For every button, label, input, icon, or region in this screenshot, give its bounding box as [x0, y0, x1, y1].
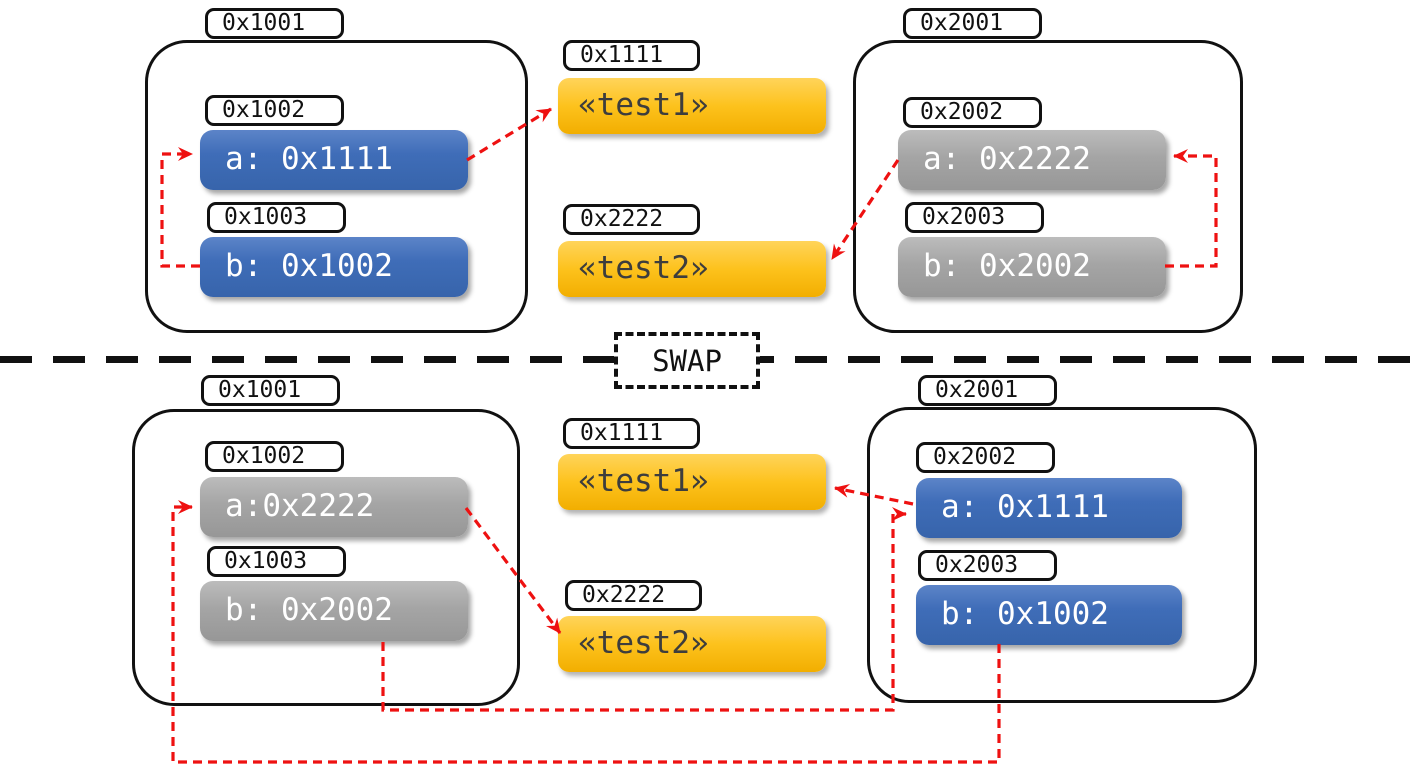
after-left-slot-b-address-tab: 0x1003 [207, 546, 346, 577]
before-left-var-a: a: 0x1111 [200, 130, 468, 190]
after-right-var-a: a: 0x1111 [916, 478, 1182, 538]
before-right-slot-b-address-tab: 0x2003 [905, 202, 1044, 233]
after-right-slot-a-address-tab: 0x2002 [916, 442, 1055, 473]
after-left-var-b: b: 0x2002 [200, 581, 468, 641]
before-left-var-b: b: 0x1002 [200, 237, 468, 297]
after-left-frame-address-tab: 0x1001 [201, 375, 340, 406]
after-test1-string-box: «test1» [558, 454, 826, 510]
before-test2-string-box: «test2» [558, 241, 826, 297]
after-test2-address-tab: 0x2222 [565, 580, 702, 611]
before-left-slot-a-address-tab: 0x1002 [205, 95, 344, 126]
before-right-slot-a-address-tab: 0x2002 [903, 97, 1042, 128]
swap-label: SWAP [652, 343, 722, 378]
before-left-slot-b-address-tab: 0x1003 [207, 202, 346, 233]
after-left-var-a: a:0x2222 [200, 477, 468, 537]
before-test1-address-tab: 0x1111 [563, 40, 700, 71]
after-right-var-b: b: 0x1002 [916, 585, 1182, 645]
swap-label-box: SWAP [614, 332, 760, 389]
after-right-frame-address-tab: 0x2001 [918, 375, 1057, 406]
before-test2-address-tab: 0x2222 [563, 204, 700, 235]
before-right-var-b: b: 0x2002 [898, 237, 1166, 297]
before-test1-string-box: «test1» [558, 78, 826, 134]
before-right-frame-address-tab: 0x2001 [903, 8, 1042, 39]
after-right-slot-b-address-tab: 0x2003 [918, 550, 1057, 581]
before-right-var-a: a: 0x2222 [898, 130, 1166, 190]
after-test1-address-tab: 0x1111 [563, 418, 700, 449]
after-left-slot-a-address-tab: 0x1002 [205, 441, 344, 472]
before-left-frame-address-tab: 0x1001 [205, 8, 344, 39]
after-test2-string-box: «test2» [558, 616, 826, 672]
